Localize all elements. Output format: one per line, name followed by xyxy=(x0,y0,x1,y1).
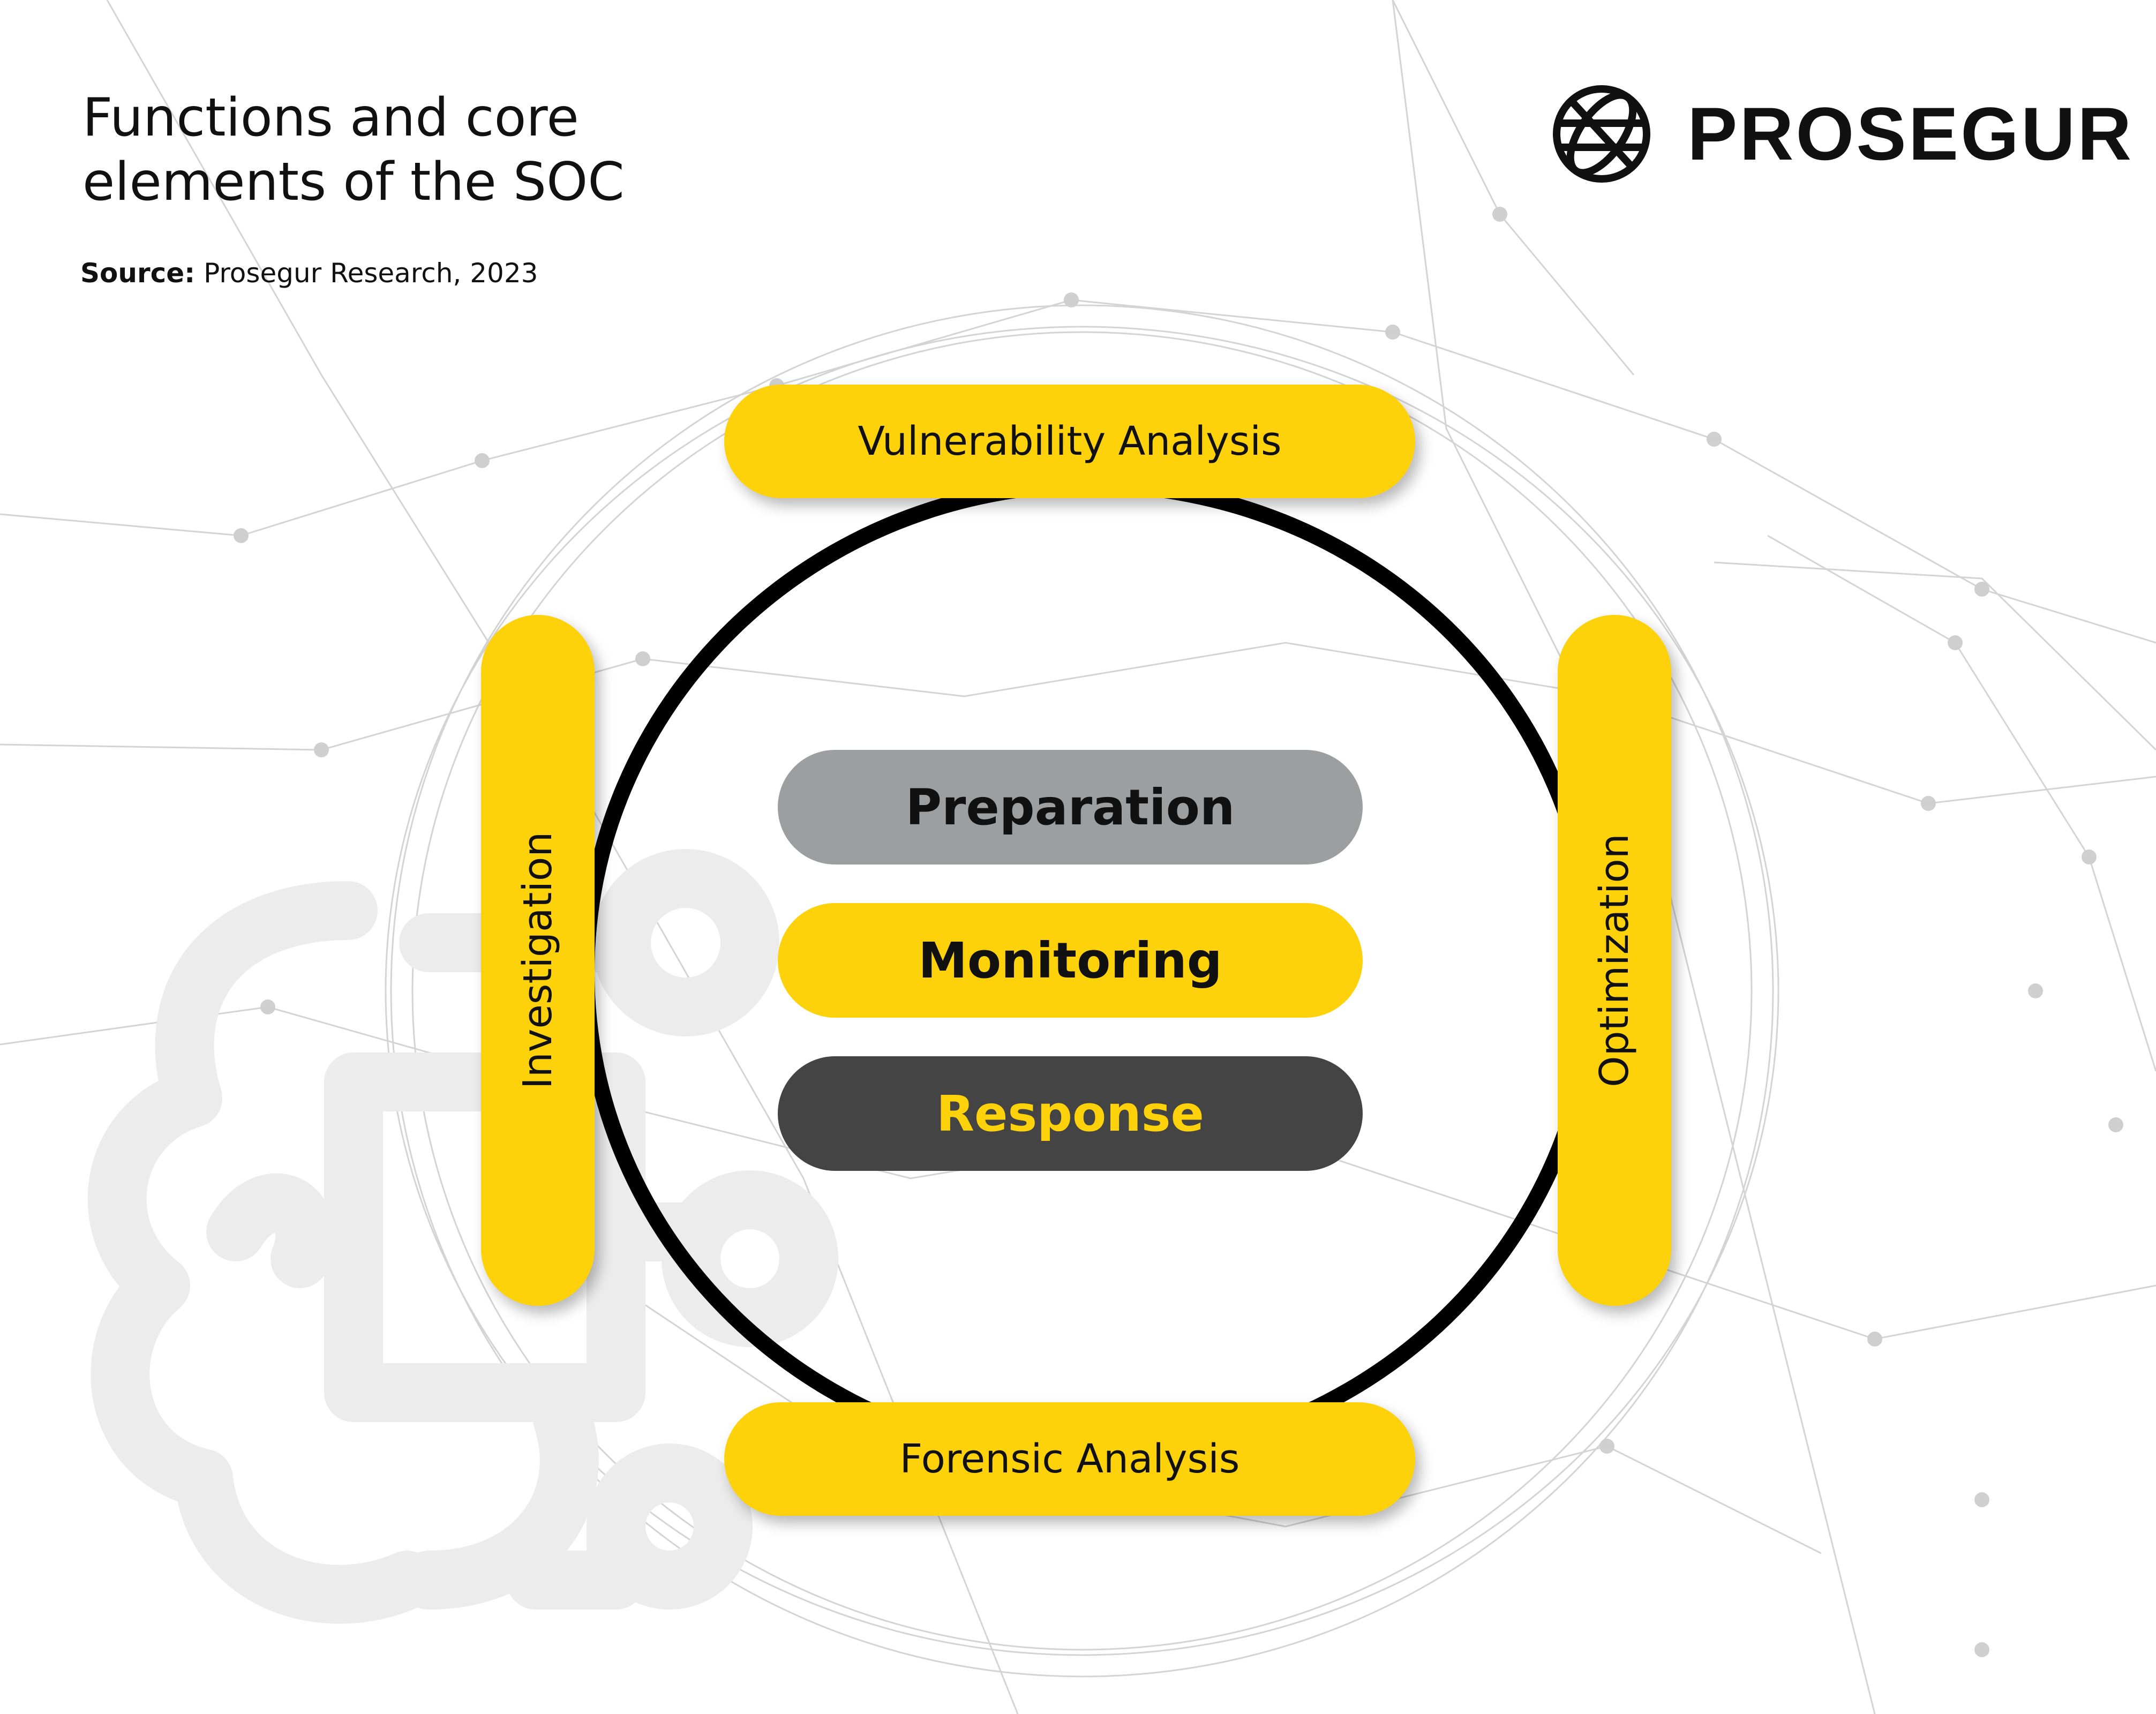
source-note: Source: Prosegur Research, 2023 xyxy=(80,257,538,289)
investigation-pill: Investigation xyxy=(481,615,595,1306)
vulnerability-analysis-pill: Vulnerability Analysis xyxy=(724,385,1415,498)
brand-logo: PROSEGUR xyxy=(1548,80,2134,187)
globe-icon xyxy=(1553,85,1650,183)
page-title: Functions and core elements of the SOC xyxy=(82,87,625,213)
source-text: Prosegur Research, 2023 xyxy=(204,258,538,289)
brand-name: PROSEGUR xyxy=(1687,92,2134,176)
source-label: Source: xyxy=(80,258,196,289)
response-pill: Response xyxy=(778,1056,1363,1171)
optimization-label: Optimization xyxy=(1591,833,1637,1087)
preparation-pill: Preparation xyxy=(778,750,1363,864)
monitoring-pill: Monitoring xyxy=(778,903,1363,1018)
investigation-label: Investigation xyxy=(515,831,561,1089)
optimization-pill: Optimization xyxy=(1558,615,1671,1306)
forensic-analysis-pill: Forensic Analysis xyxy=(724,1402,1415,1516)
